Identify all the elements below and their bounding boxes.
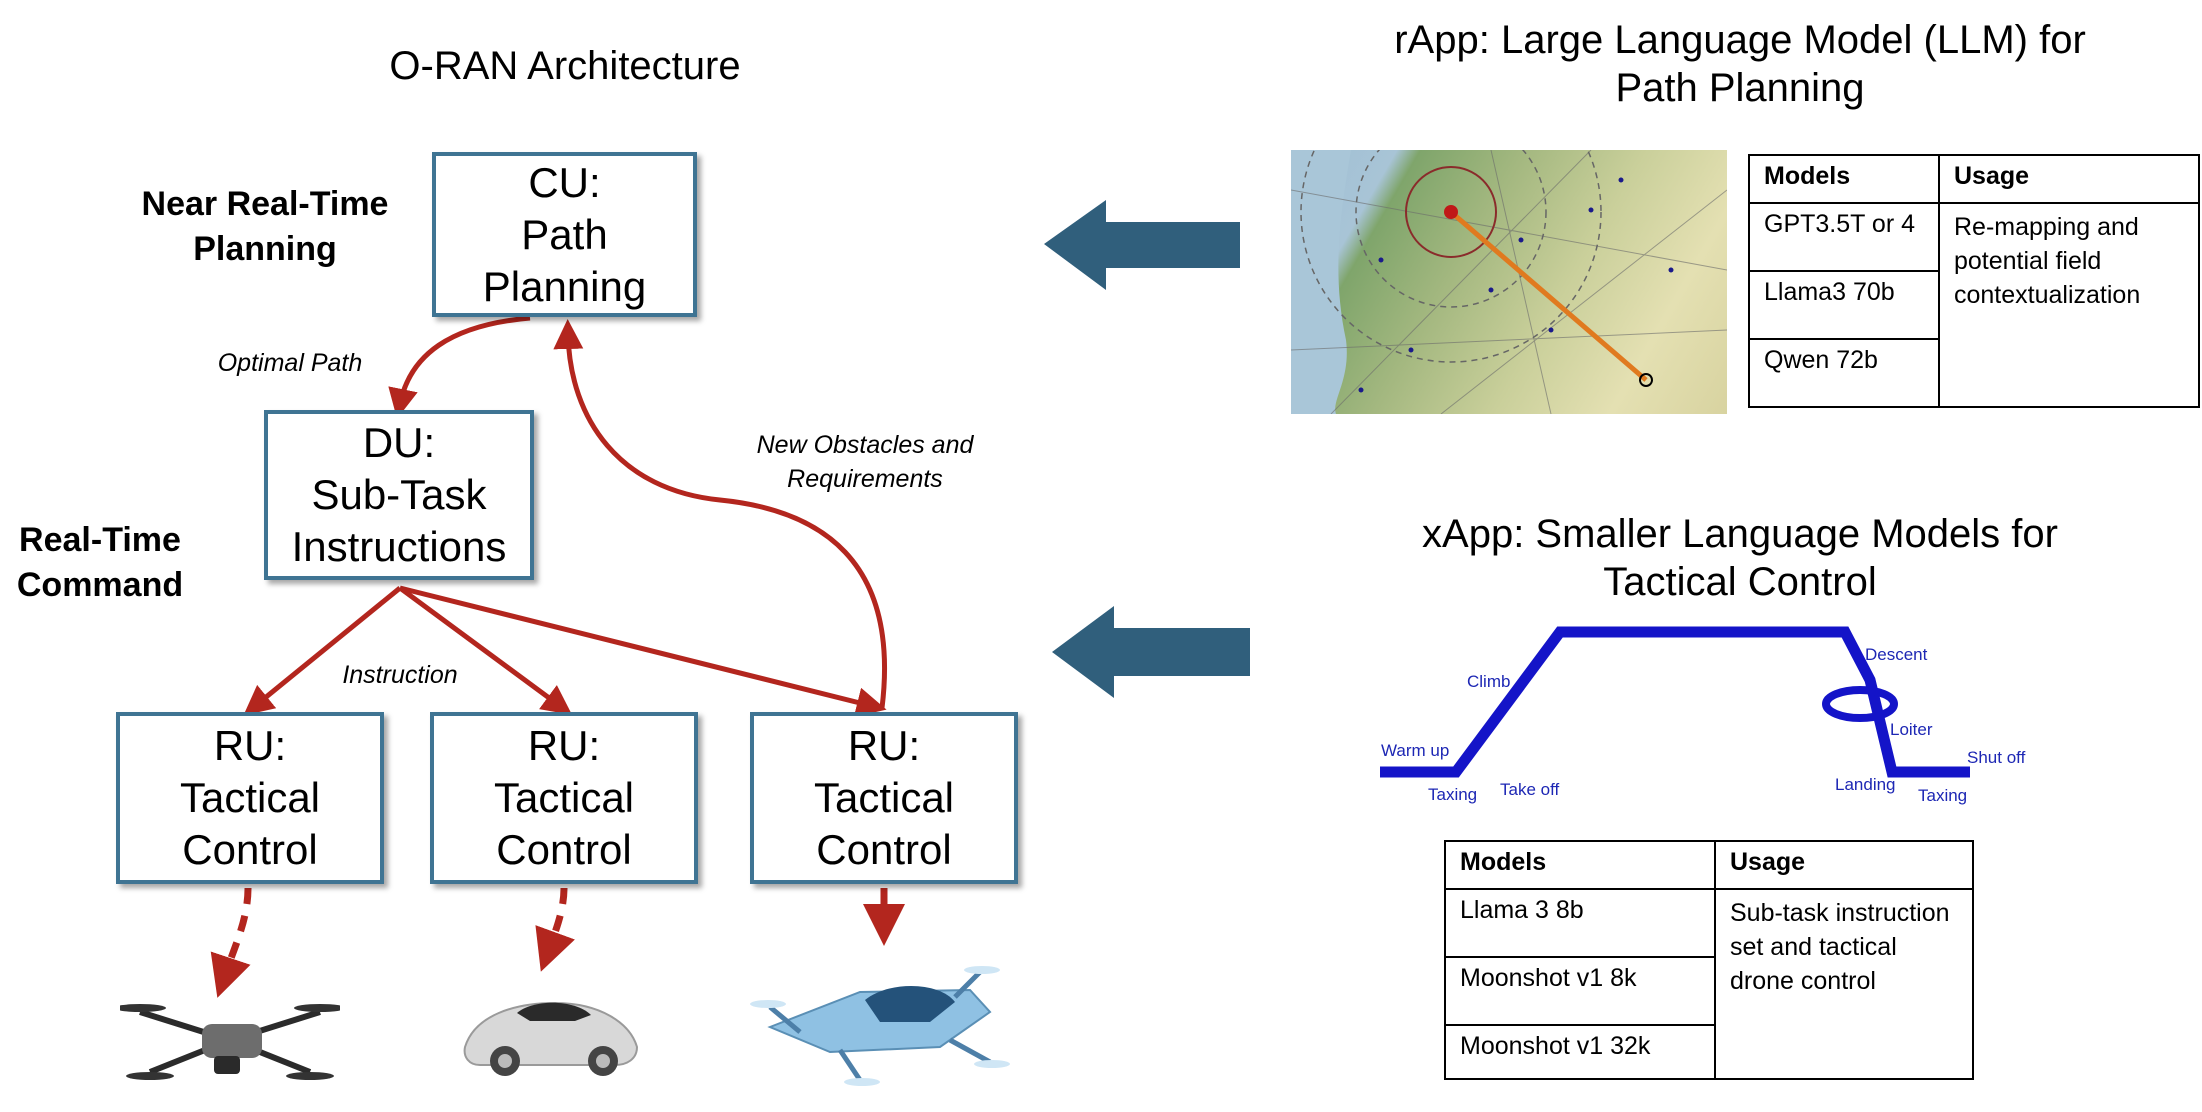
rapp-model-2: Llama3 70b bbox=[1748, 270, 1940, 340]
xapp-title-line1: xApp: Smaller Language Models for bbox=[1422, 512, 2058, 556]
arrow-ru1-to-vehicle bbox=[210, 887, 252, 998]
arrow-du-to-ru2 bbox=[398, 585, 573, 715]
du-line1: DU: bbox=[362, 419, 436, 466]
ru3-line1: RU: bbox=[847, 722, 921, 769]
du-line3: Instructions bbox=[291, 523, 507, 570]
arrow-cu-to-du bbox=[388, 315, 531, 419]
oran-title: O-RAN Architecture bbox=[389, 44, 741, 88]
ru-tactical-box-2: RU: Tactical Control bbox=[430, 712, 698, 884]
near-rt-label: Near Real-Time Planning bbox=[141, 185, 389, 268]
profile-descent: Descent bbox=[1865, 645, 1928, 664]
optimal-path-label: Optimal Path bbox=[217, 349, 363, 377]
ru-tactical-box-1: RU: Tactical Control bbox=[116, 712, 384, 884]
xapp-usage: Sub-task instruction set and tactical dr… bbox=[1714, 888, 1974, 1080]
autonomous-car-image bbox=[463, 1001, 639, 1076]
profile-landing: Landing bbox=[1835, 775, 1896, 794]
cu-path-planning-box: CU: Path Planning bbox=[432, 152, 697, 317]
cu-line2: Path bbox=[521, 210, 608, 258]
du-line2: Sub-Task bbox=[311, 471, 487, 518]
profile-warm-up: Warm up bbox=[1381, 741, 1450, 760]
profile-taxing-1: Taxing bbox=[1428, 785, 1478, 804]
xapp-models-table: Models Usage Llama 3 8b Sub-task instruc… bbox=[1444, 840, 1974, 1080]
arrow-ru3-to-cu bbox=[553, 319, 888, 709]
big-arrow-rapp bbox=[1044, 200, 1240, 290]
du-subtask-box: DU: Sub-Task Instructions bbox=[264, 410, 534, 580]
rapp-col-usage: Usage bbox=[1938, 154, 2200, 204]
ru2-line3: Control bbox=[496, 826, 632, 873]
new-obstacles-label: New Obstacles and Requirements bbox=[720, 428, 1010, 496]
ru1-line2: Tactical bbox=[179, 774, 321, 821]
rapp-title-line2: Path Planning bbox=[1615, 66, 1865, 110]
ru1-line3: Control bbox=[182, 826, 318, 873]
rt-label: Real-Time Command bbox=[16, 521, 184, 604]
flight-profile-line bbox=[1380, 626, 1970, 778]
cu-line3: Planning bbox=[482, 262, 647, 310]
ru3-line3: Control bbox=[816, 826, 952, 873]
xapp-model-2: Moonshot v1 8k bbox=[1444, 956, 1716, 1026]
cu-line1: CU: bbox=[528, 158, 601, 206]
profile-climb: Climb bbox=[1467, 672, 1511, 691]
xapp-title-line2: Tactical Control bbox=[1603, 560, 1877, 604]
profile-taxing-2: Taxing bbox=[1918, 786, 1968, 805]
quadcopter-drone-image bbox=[120, 1004, 340, 1080]
rapp-usage: Re-mapping and potential field contextua… bbox=[1938, 202, 2200, 408]
profile-shut-off: Shut off bbox=[1967, 748, 2026, 767]
xapp-model-1: Llama 3 8b bbox=[1444, 888, 1716, 958]
new-obstacles-line2: Requirements bbox=[787, 465, 943, 493]
new-obstacles-line1: New Obstacles and bbox=[756, 431, 974, 459]
ru3-line2: Tactical bbox=[813, 774, 955, 821]
rapp-title: rApp: Large Language Model (LLM) for Pat… bbox=[1300, 16, 2180, 112]
rapp-title-line1: rApp: Large Language Model (LLM) for bbox=[1394, 18, 2086, 62]
loiter-ellipse bbox=[1822, 686, 1898, 722]
ru-tactical-box-3: RU: Tactical Control bbox=[750, 712, 1018, 884]
profile-take-off: Take off bbox=[1500, 780, 1560, 799]
profile-loiter: Loiter bbox=[1890, 720, 1933, 739]
ru1-line1: RU: bbox=[213, 722, 287, 769]
path-planning-map-image bbox=[1291, 150, 1727, 414]
arrow-ru2-to-vehicle bbox=[535, 887, 575, 972]
instruction-label: Instruction bbox=[342, 661, 458, 689]
xapp-title: xApp: Smaller Language Models for Tactic… bbox=[1310, 510, 2170, 606]
rapp-model-1: GPT3.5T or 4 bbox=[1748, 202, 1940, 272]
ru2-line2: Tactical bbox=[493, 774, 635, 821]
rapp-models-table: Models Usage GPT3.5T or 4 Re-mapping and… bbox=[1748, 154, 2200, 408]
arrow-du-to-ru3 bbox=[399, 585, 887, 717]
xapp-model-3: Moonshot v1 32k bbox=[1444, 1024, 1716, 1080]
ru2-line1: RU: bbox=[527, 722, 601, 769]
rapp-col-models: Models bbox=[1748, 154, 1940, 204]
arrow-du-to-ru1 bbox=[243, 586, 402, 716]
rapp-model-3: Qwen 72b bbox=[1748, 338, 1940, 408]
xapp-col-usage: Usage bbox=[1714, 840, 1974, 890]
big-arrow-xapp bbox=[1052, 606, 1250, 698]
flying-taxi-image bbox=[750, 966, 1010, 1086]
xapp-col-models: Models bbox=[1444, 840, 1716, 890]
